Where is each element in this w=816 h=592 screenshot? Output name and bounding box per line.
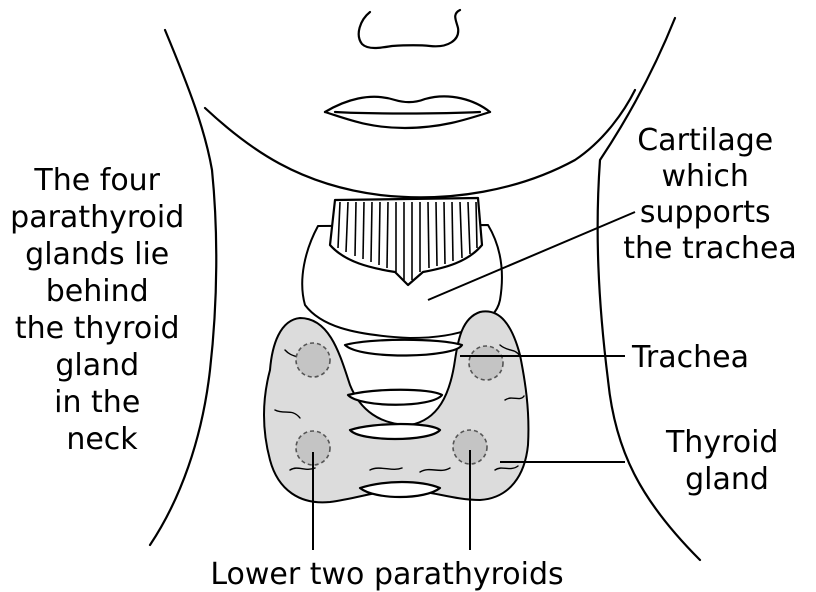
four-parathyroids-label: The four parathyroid glands lie behind t… xyxy=(10,163,194,457)
nose xyxy=(359,10,460,48)
trachea-label: Trachea xyxy=(631,340,749,375)
upper-left-parathyroid xyxy=(296,343,330,377)
mouth xyxy=(325,96,490,128)
cartilage-label: Cartilage which supports the trachea xyxy=(623,123,797,266)
chin-jaw-line xyxy=(205,90,635,197)
thyroid-label: Thyroid gland xyxy=(665,425,788,497)
lower-parathyroids-label: Lower two parathyroids xyxy=(210,557,563,592)
upper-right-parathyroid xyxy=(469,346,503,380)
